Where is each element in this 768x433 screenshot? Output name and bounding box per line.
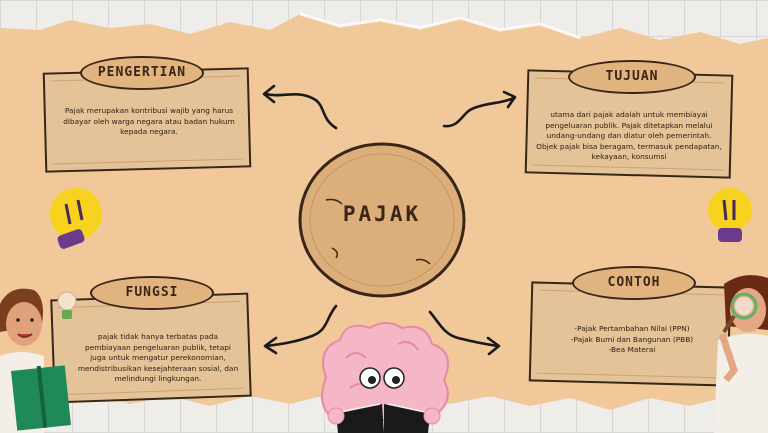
- tujuan-text: utama dari pajak adalah untuk membiayai …: [536, 110, 722, 161]
- contoh-item: -Bea Materai: [608, 345, 656, 354]
- contoh-list: -Pajak Pertambahan Nilai (PPN) -Pajak Bu…: [548, 324, 716, 356]
- arrow-icon: [428, 310, 500, 348]
- brain-character: [321, 322, 449, 433]
- arrow-icon: [442, 96, 516, 128]
- center-circle: [298, 142, 466, 298]
- pengertian-title: PENGERTIAN: [80, 56, 204, 90]
- contoh-item: -Pajak Pertambahan Nilai (PPN): [574, 324, 690, 333]
- contoh-title: CONTOH: [572, 266, 696, 300]
- arrow-icon: [264, 92, 338, 130]
- tujuan-title: TUJUAN: [568, 60, 696, 94]
- pengertian-text: Pajak merupakan kontribusi wajib yang ha…: [63, 106, 235, 136]
- contoh-item: -Pajak Bumi dan Bangunan (PBB): [570, 334, 694, 344]
- fungsi-text: pajak tidak hanya terbatas pada pembiaya…: [77, 332, 239, 383]
- girl-reading: [0, 288, 71, 433]
- fungsi-title: FUNGSI: [90, 276, 214, 310]
- lightbulb-icon: [50, 188, 102, 249]
- lightbulb-icon: [57, 291, 77, 319]
- arrow-icon: [264, 304, 338, 348]
- girl-magnifier: [714, 275, 768, 433]
- center-title: PAJAK: [342, 202, 422, 226]
- lightbulb-icon: [708, 188, 752, 242]
